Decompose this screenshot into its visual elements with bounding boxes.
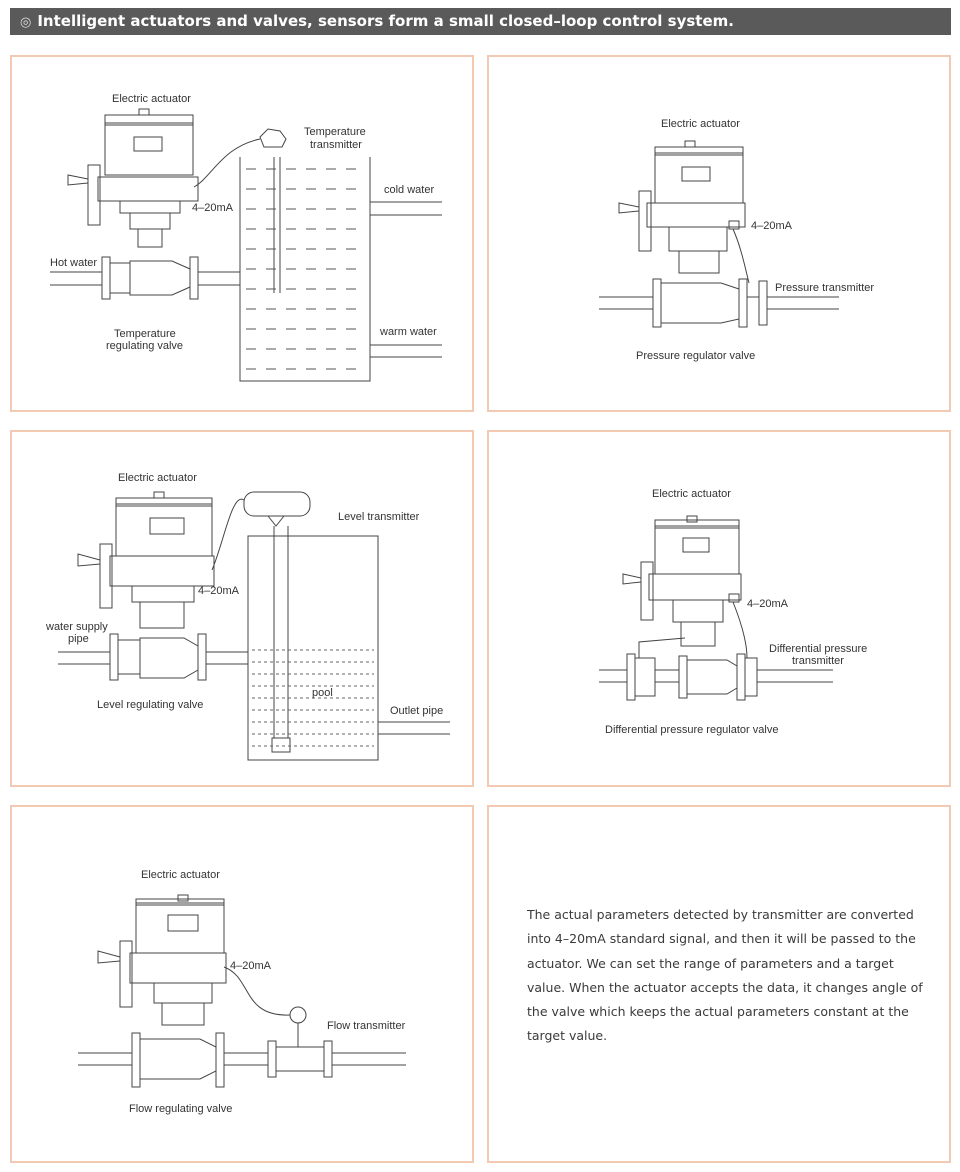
transmitter-label: Flow transmitter [327, 1020, 406, 1032]
valve-label: Differential pressure regulator valve [605, 724, 778, 736]
hot-water-label: Hot water [50, 257, 97, 269]
water-tank [193, 128, 442, 382]
panel-differential-pressure-control: Electric actuator 4–20mA Differential pr… [487, 430, 951, 787]
actuator-drawing [67, 108, 199, 248]
actuator-label: Electric actuator [661, 118, 740, 130]
actuator-drawing [77, 491, 215, 629]
pool-tank [211, 491, 450, 761]
actuator-label: Electric actuator [652, 488, 731, 500]
page-title: Intelligent actuators and valves, sensor… [37, 12, 734, 30]
valve-label-line1: Temperature [114, 328, 176, 340]
actuator-label: Electric actuator [112, 93, 191, 105]
valve-body [78, 966, 406, 1088]
valve-body [599, 228, 839, 328]
differential-pressure-diagram: Electric actuator 4–20mA Differential pr… [599, 488, 867, 736]
description-text: The actual parameters detected by transm… [527, 907, 923, 1044]
valve-label: Pressure regulator valve [636, 350, 755, 362]
actuator-drawing [97, 894, 227, 1026]
signal-label: 4–20mA [747, 598, 789, 610]
actuator-label: Electric actuator [118, 472, 197, 484]
page-header: ◎ Intelligent actuators and valves, senso… [10, 8, 951, 35]
supply-label-line1: water supply [45, 621, 108, 633]
warm-water-label: warm water [379, 326, 437, 338]
temperature-diagram: Electric actuator Temperature transmitte… [50, 93, 442, 382]
level-diagram: Electric actuator Level transmitter 4–20… [45, 472, 450, 761]
pool-label: pool [312, 687, 333, 699]
valve-body [58, 633, 248, 681]
valve-body [599, 601, 833, 701]
panel-flow-control: Electric actuator 4–20mA Flow transmitte… [10, 805, 474, 1163]
transmitter-label: Pressure transmitter [775, 282, 874, 294]
actuator-label: Electric actuator [141, 869, 220, 881]
transmitter-label-line2: transmitter [792, 655, 844, 667]
cold-water-label: cold water [384, 184, 434, 196]
pressure-diagram: Electric actuator 4–20mA Pressure transm… [599, 118, 874, 362]
panel-level-control: Electric actuator Level transmitter 4–20… [10, 430, 474, 787]
transmitter-label-line1: Differential pressure [769, 643, 867, 655]
panel-temperature-control: Electric actuator Temperature transmitte… [10, 55, 474, 412]
water-lines [246, 168, 366, 370]
flow-diagram: Electric actuator 4–20mA Flow transmitte… [78, 869, 406, 1115]
pool-water [252, 649, 374, 747]
valve-label-line2: regulating valve [106, 340, 183, 352]
valve-label: Flow regulating valve [129, 1103, 232, 1115]
outlet-label: Outlet pipe [390, 705, 443, 717]
valve-label: Level regulating valve [97, 699, 203, 711]
valve-body [50, 256, 240, 300]
supply-label-line2: pipe [68, 633, 89, 645]
panel-pressure-control: Electric actuator 4–20mA Pressure transm… [487, 55, 951, 412]
signal-label: 4–20mA [192, 202, 234, 214]
bullet-icon: ◎ [20, 15, 32, 30]
signal-label: 4–20mA [230, 960, 272, 972]
signal-label: 4–20mA [751, 220, 793, 232]
signal-label: 4–20mA [198, 585, 240, 597]
actuator-drawing [622, 515, 742, 647]
transmitter-label-line2: transmitter [310, 139, 362, 151]
transmitter-label-line1: Temperature [304, 126, 366, 138]
transmitter-label: Level transmitter [338, 511, 420, 523]
actuator-drawing [618, 140, 746, 274]
panel-description: The actual parameters detected by transm… [487, 805, 951, 1163]
